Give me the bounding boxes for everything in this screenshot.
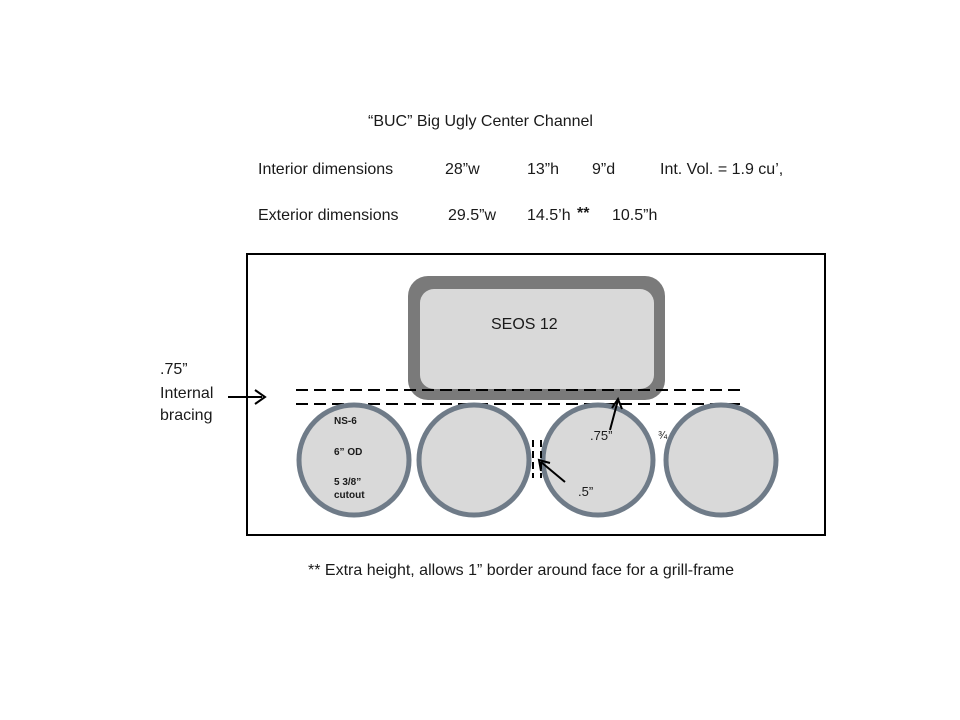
exterior-depth: 10.5”h <box>612 207 658 224</box>
driver-4 <box>663 402 779 518</box>
driver-model-label: NS-6 <box>334 416 357 427</box>
driver-3 <box>540 402 656 518</box>
exterior-height: 14.5’h <box>527 207 571 224</box>
enclosure-outline <box>246 253 826 536</box>
interior-width: 28”w <box>445 161 480 178</box>
driver-cutout-label-line2: cutout <box>334 490 365 501</box>
interior-height: 13”h <box>527 161 560 178</box>
gap-arrow-shaft <box>540 461 566 483</box>
stray-fraction-mark: ¾ <box>658 430 668 442</box>
bracing-gap-arrow-shaft <box>609 399 619 431</box>
exterior-label: Exterior dimensions <box>258 207 399 224</box>
driver-od-label: 6” OD <box>334 447 363 458</box>
woofer-label: SEOS 12 <box>491 316 558 333</box>
driver-2 <box>416 402 532 518</box>
driver-cutout-label-line1: 5 3/8” <box>334 477 362 488</box>
driver-gap-label: .5” <box>578 484 594 499</box>
bracing-gap-label: .75” <box>590 428 613 443</box>
bracing-label-line3: bracing <box>160 407 213 424</box>
interior-label: Interior dimensions <box>258 161 394 178</box>
exterior-width: 29.5”w <box>448 207 497 224</box>
gap-arrow-head <box>537 458 551 472</box>
interior-depth: 9”d <box>592 161 616 178</box>
footnote: ** Extra height, allows 1” border around… <box>308 562 734 579</box>
page-title: “BUC” Big Ugly Center Channel <box>368 113 593 130</box>
exterior-height-stars: ** <box>577 205 590 222</box>
bracing-label-line1: .75” <box>160 361 188 378</box>
interior-volume: Int. Vol. = 1.9 cu’, <box>660 161 784 178</box>
bracing-label-line2: Internal <box>160 385 214 402</box>
driver-1 <box>296 402 412 518</box>
bracing-arrow-head <box>254 389 267 405</box>
seos12-woofer-face <box>420 289 654 389</box>
bracing-gap-arrow-head <box>611 396 623 410</box>
